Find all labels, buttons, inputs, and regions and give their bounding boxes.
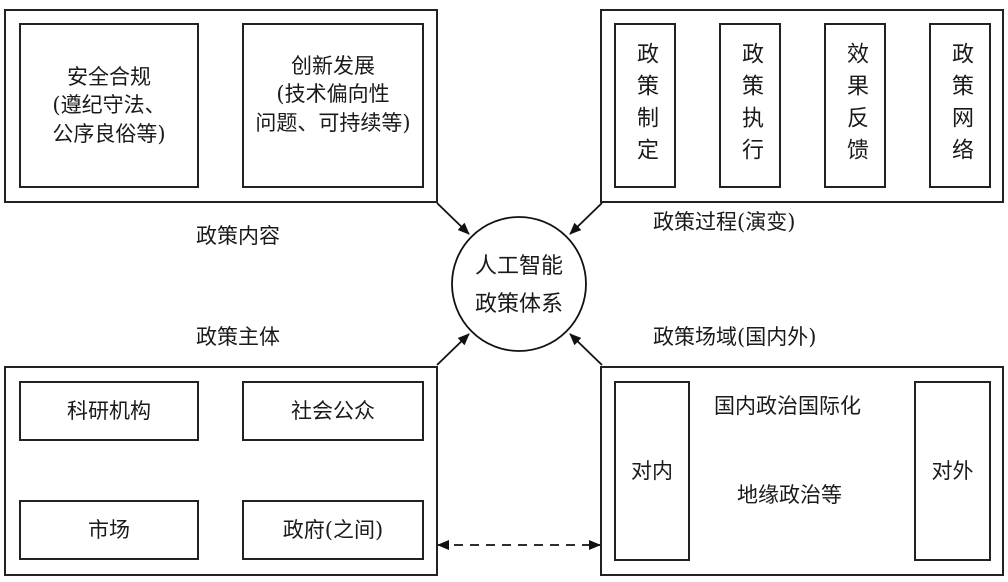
arrow-field-to-center xyxy=(569,333,603,366)
innovation-line1: 创新发展 xyxy=(290,53,375,78)
government-label: 政府(之间) xyxy=(282,517,384,542)
stage-box-3: 效果反馈 xyxy=(824,23,886,188)
safety-line3: 公序良俗等) xyxy=(52,121,166,146)
center-label-line1: 人工智能 xyxy=(474,254,563,279)
government-box: 政府(之间) xyxy=(242,500,424,560)
market-label: 市场 xyxy=(88,517,130,542)
safety-line2: (遵纪守法、 xyxy=(52,93,166,118)
stage-label-3: 效果反馈 xyxy=(843,41,868,170)
stage-label-1: 政策制定 xyxy=(633,41,658,170)
arrow-out-label: 国内政治国际化 xyxy=(714,394,861,418)
safety-line1: 安全合规 xyxy=(66,64,151,89)
stage-box-1: 政策制定 xyxy=(614,23,676,188)
innovation-line3: 问题、可持续等) xyxy=(255,110,411,135)
center-circle xyxy=(451,216,587,352)
domestic-label: 对内 xyxy=(631,458,673,483)
field-panel-title: 政策场域(国内外) xyxy=(653,325,817,349)
innovation-line2: (技术偏向性 xyxy=(276,82,390,107)
domestic-box: 对内 xyxy=(614,381,690,561)
safety-compliance-box: 安全合规 (遵纪守法、 公序良俗等) xyxy=(19,23,199,188)
process-panel-title: 政策过程(演变) xyxy=(653,210,796,234)
research-institute-label: 科研机构 xyxy=(67,398,151,423)
innovation-box: 创新发展 (技术偏向性 问题、可持续等) xyxy=(242,23,424,188)
arrow-content-to-center xyxy=(436,202,470,235)
research-institute-box: 科研机构 xyxy=(19,381,199,441)
market-box: 市场 xyxy=(19,500,199,560)
content-panel-title: 政策内容 xyxy=(196,224,280,248)
foreign-box: 对外 xyxy=(914,381,991,561)
arrow-process-to-center xyxy=(569,202,603,235)
stage-box-4: 政策网络 xyxy=(929,23,991,188)
actor-panel-title: 政策主体 xyxy=(196,325,280,349)
center-label-line2: 政策体系 xyxy=(474,292,563,317)
stage-box-2: 政策执行 xyxy=(719,23,781,188)
stage-label-4: 政策网络 xyxy=(948,41,973,170)
center-label: 人工智能 政策体系 xyxy=(452,248,586,324)
stage-label-2: 政策执行 xyxy=(738,41,763,170)
arrow-actor-to-center xyxy=(436,333,470,366)
arrow-in-label: 地缘政治等 xyxy=(737,483,842,507)
public-box: 社会公众 xyxy=(242,381,424,441)
public-label: 社会公众 xyxy=(291,398,375,423)
foreign-label: 对外 xyxy=(931,458,974,483)
